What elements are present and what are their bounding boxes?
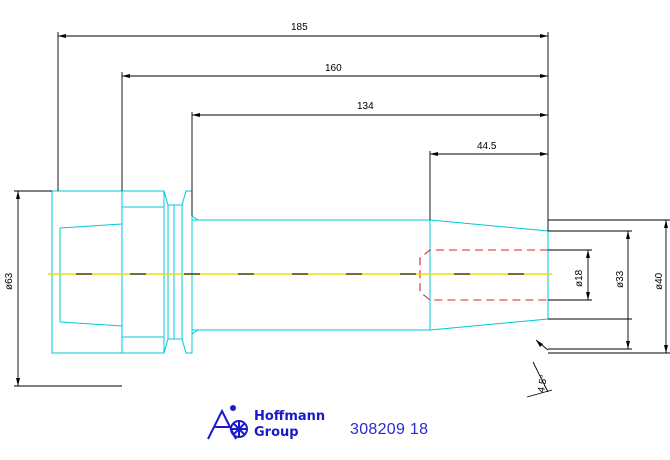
dimension-lines — [14, 32, 670, 398]
dim-dia-18-label: ø18 — [574, 269, 585, 287]
logo-line1: Hoffmann — [254, 409, 325, 424]
logo-line2: Group — [254, 425, 299, 440]
dim-160-label: 160 — [325, 63, 342, 74]
part-outline — [51, 190, 549, 354]
dim-185-label: 185 — [291, 22, 308, 33]
taper-inner-bottom — [59, 321, 123, 327]
dim-dia-40-label: ø40 — [654, 272, 665, 290]
hoffmann-group-logo: Hoffmann Group — [207, 405, 325, 440]
dim-dia-63-label: ø63 — [4, 272, 15, 290]
dim-134-label: 134 — [357, 101, 374, 112]
taper-inner-top — [59, 223, 123, 229]
dim-dia-33-label: ø33 — [615, 270, 626, 288]
arrowheads — [16, 34, 668, 386]
logo-mark-icon — [207, 405, 248, 440]
dim-angle-label: 4.5° — [536, 374, 550, 394]
shank — [192, 219, 549, 331]
flange-groove — [163, 190, 193, 354]
taper-section — [51, 190, 122, 354]
dim-44-5-label: 44.5 — [477, 141, 497, 152]
part-number: 308209 18 — [350, 421, 429, 438]
bore-hidden-lines — [419, 249, 548, 301]
collar — [121, 190, 165, 354]
